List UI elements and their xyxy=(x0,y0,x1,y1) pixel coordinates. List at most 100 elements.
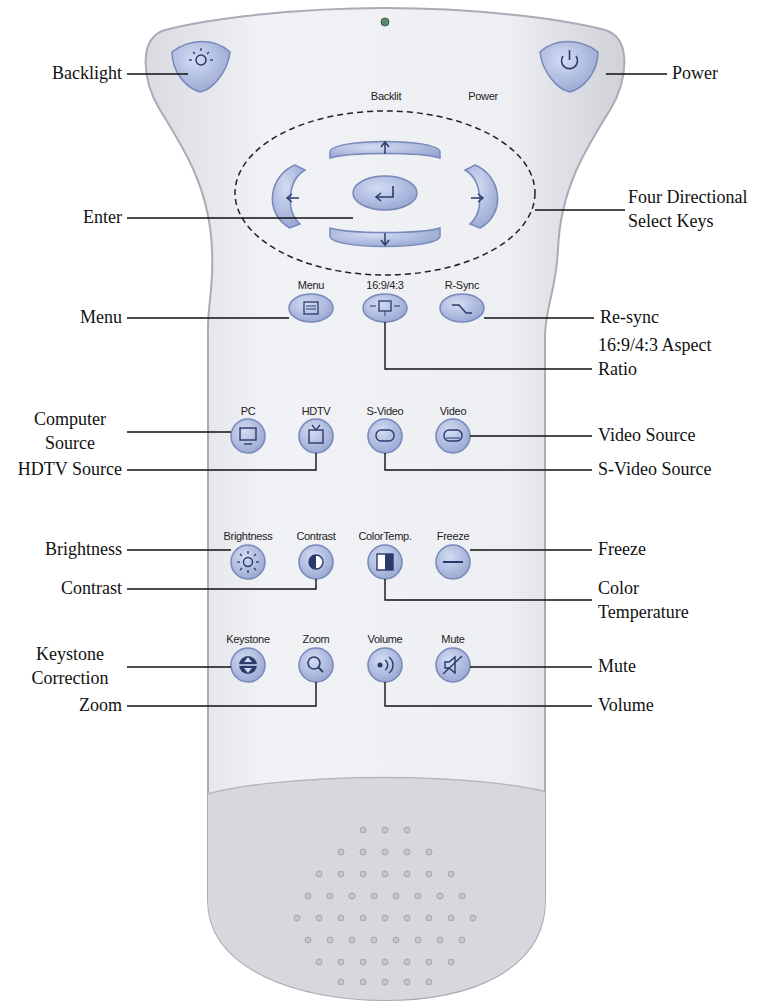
callout-label: HDTV Source xyxy=(18,457,122,481)
button-caption: HDTV xyxy=(302,405,331,417)
button-caption: 16:9/4:3 xyxy=(366,279,403,291)
speaker-hole xyxy=(338,849,344,855)
button-caption: Brightness xyxy=(224,530,273,542)
speaker-hole xyxy=(360,871,366,877)
callout-label: Mute xyxy=(598,654,636,678)
resync-button xyxy=(440,294,484,322)
callout-label: Re-sync xyxy=(600,305,659,329)
speaker-hole xyxy=(294,915,300,921)
right-key xyxy=(465,165,498,228)
down-key xyxy=(330,228,440,247)
speaker-hole xyxy=(437,937,443,943)
button-caption: S-Video xyxy=(367,405,404,417)
speaker-hole xyxy=(404,849,410,855)
speaker-hole xyxy=(404,959,410,965)
speaker-hole xyxy=(338,915,344,921)
keystone-button xyxy=(231,648,265,682)
volume-button xyxy=(368,648,402,682)
callout-label: Enter xyxy=(83,205,122,229)
callout-label: Power xyxy=(672,61,718,85)
enter-key xyxy=(353,176,417,210)
button-caption: Video xyxy=(440,405,466,417)
speaker-hole xyxy=(404,871,410,877)
mute-button xyxy=(436,648,470,682)
pc-button xyxy=(231,419,265,453)
speaker-holes xyxy=(294,827,476,985)
speaker-hole xyxy=(470,915,476,921)
video-button xyxy=(436,419,470,453)
speaker-hole xyxy=(382,827,388,833)
speaker-hole xyxy=(316,915,322,921)
button-caption: Backlit xyxy=(371,90,401,102)
speaker-hole xyxy=(426,959,432,965)
speaker-hole xyxy=(349,937,355,943)
callout-label: Freeze xyxy=(598,537,646,561)
speaker-hole xyxy=(404,979,410,985)
speaker-hole xyxy=(338,979,344,985)
speaker-hole xyxy=(349,893,355,899)
callout-label: Keystone Correction xyxy=(15,642,125,691)
speaker-hole xyxy=(404,827,410,833)
speaker-hole xyxy=(360,849,366,855)
zoom-button xyxy=(299,648,333,682)
speaker-hole xyxy=(371,937,377,943)
speaker-hole xyxy=(426,979,432,985)
speaker-hole xyxy=(404,915,410,921)
aspect-button xyxy=(363,294,407,322)
remote-base xyxy=(190,778,570,1008)
speaker-hole xyxy=(360,979,366,985)
hdtv-button xyxy=(299,419,333,453)
speaker-hole xyxy=(382,979,388,985)
callout-label: Backlight xyxy=(52,61,122,85)
button-caption: Freeze xyxy=(437,530,469,542)
freeze-button xyxy=(436,545,470,579)
speaker-hole xyxy=(338,871,344,877)
speaker-hole xyxy=(459,937,465,943)
speaker-hole xyxy=(316,959,322,965)
brightness-button xyxy=(231,545,265,579)
button-caption: Volume xyxy=(368,633,403,645)
speaker-hole xyxy=(437,893,443,899)
callout-label: Four Directional Select Keys xyxy=(628,185,768,234)
speaker-hole xyxy=(448,871,454,877)
menu-button xyxy=(289,294,333,322)
speaker-hole xyxy=(415,893,421,899)
speaker-hole xyxy=(415,937,421,943)
callout-label: Video Source xyxy=(598,423,695,447)
svideo-button xyxy=(368,419,402,453)
speaker-hole xyxy=(327,937,333,943)
callout-label: Menu xyxy=(80,305,122,329)
speaker-hole xyxy=(305,893,311,899)
speaker-hole xyxy=(382,871,388,877)
speaker-hole xyxy=(382,915,388,921)
button-caption: Mute xyxy=(441,633,464,645)
callout-label: Zoom xyxy=(79,693,122,717)
callout-label: Contrast xyxy=(61,576,122,600)
button-caption: Menu xyxy=(298,279,324,291)
speaker-hole xyxy=(393,937,399,943)
speaker-hole xyxy=(305,937,311,943)
speaker-hole xyxy=(371,893,377,899)
button-caption: PC xyxy=(241,405,256,417)
indicator-led xyxy=(381,18,389,26)
leader-lines xyxy=(127,74,667,706)
contrast-button xyxy=(299,545,333,579)
button-caption: R-Sync xyxy=(445,279,479,291)
up-key xyxy=(330,142,440,159)
speaker-hole xyxy=(382,959,388,965)
button-caption: Zoom xyxy=(303,633,330,645)
speaker-hole xyxy=(360,959,366,965)
button-caption: ColorTemp. xyxy=(358,530,411,542)
button-caption: Power xyxy=(468,90,498,102)
speaker-hole xyxy=(426,915,432,921)
speaker-hole xyxy=(426,849,432,855)
speaker-hole xyxy=(448,959,454,965)
power-button xyxy=(540,42,598,93)
speaker-hole xyxy=(426,871,432,877)
callout-label: Color Temperature xyxy=(598,576,718,625)
backlight-button xyxy=(172,42,230,93)
callout-label: S-Video Source xyxy=(598,457,711,481)
color-temperature-button xyxy=(368,545,402,579)
button-caption: Contrast xyxy=(296,530,335,542)
